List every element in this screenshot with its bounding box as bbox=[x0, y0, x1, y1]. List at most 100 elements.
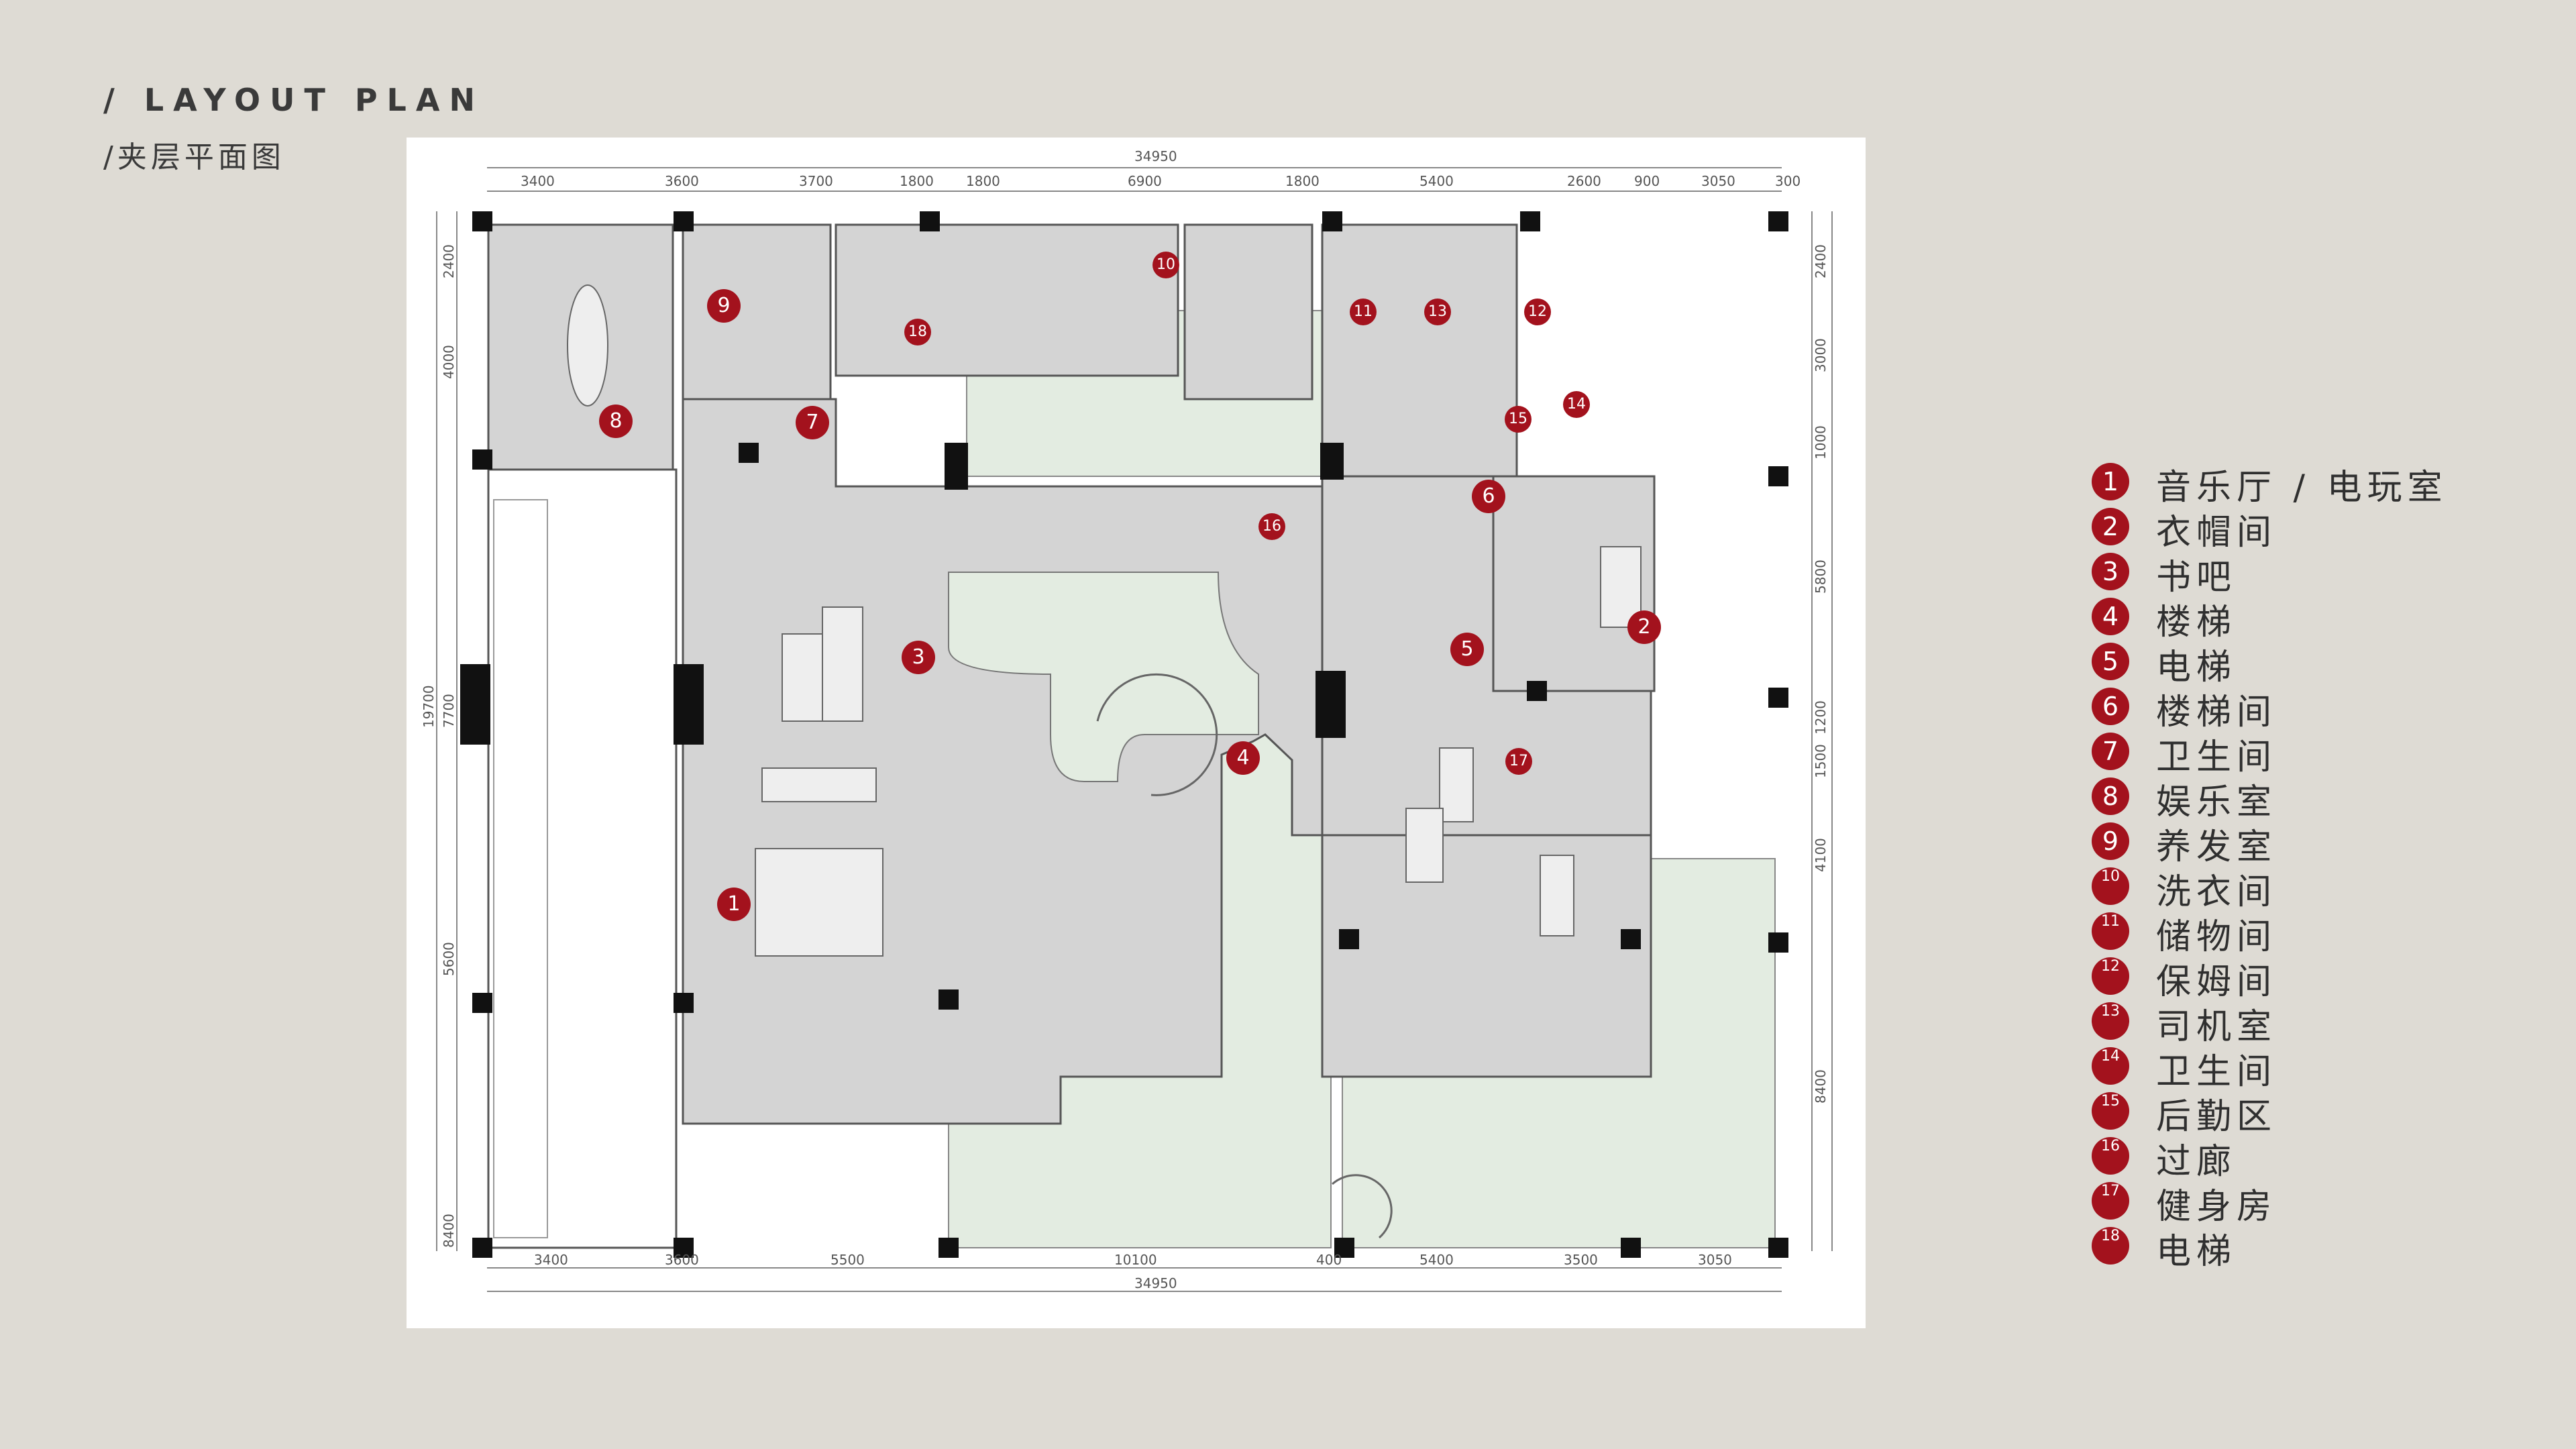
legend-label: 卫生间 bbox=[2156, 1052, 2277, 1092]
legend-marker: 7 bbox=[2092, 733, 2129, 770]
dim-bottom: 3400 bbox=[534, 1252, 568, 1268]
dim-bottom: 3050 bbox=[1698, 1252, 1732, 1268]
plan-marker: 12 bbox=[1524, 299, 1551, 325]
dim-top: 1800 bbox=[900, 173, 934, 189]
legend-marker: 9 bbox=[2092, 822, 2129, 860]
plan-marker: 1 bbox=[717, 888, 751, 921]
dim-top: 3400 bbox=[521, 173, 555, 189]
legend-marker: 6 bbox=[2092, 688, 2129, 725]
legend-item: 9 养发室 bbox=[2092, 818, 2494, 867]
legend-label: 书吧 bbox=[2156, 557, 2237, 598]
legend-marker: 18 bbox=[2092, 1227, 2129, 1265]
plan-marker: 8 bbox=[599, 405, 633, 438]
dim-top-total: 34950 bbox=[1134, 148, 1177, 164]
dim-right: 1200 bbox=[1813, 700, 1829, 735]
legend-item: 8 娱乐室 bbox=[2092, 773, 2494, 822]
legend-marker: 3 bbox=[2092, 553, 2129, 590]
legend-label: 保姆间 bbox=[2156, 962, 2277, 1002]
plan-marker: 6 bbox=[1472, 480, 1505, 513]
legend-item: 1 音乐厅 / 电玩室 bbox=[2092, 459, 2494, 508]
page-title-english: / LAYOUT PLAN bbox=[103, 82, 484, 118]
dim-top: 300 bbox=[1775, 173, 1801, 189]
legend-label: 司机室 bbox=[2156, 1007, 2277, 1047]
dim-bottom: 3600 bbox=[665, 1252, 699, 1268]
plan-marker: 5 bbox=[1450, 633, 1484, 666]
dim-right: 4100 bbox=[1813, 838, 1829, 872]
legend-marker: 14 bbox=[2092, 1047, 2129, 1085]
plan-marker: 14 bbox=[1563, 391, 1590, 418]
plan-marker: 10 bbox=[1152, 252, 1179, 278]
legend-label: 楼梯间 bbox=[2156, 692, 2277, 733]
legend-item: 3 书吧 bbox=[2092, 549, 2494, 598]
dim-left: 2400 bbox=[441, 244, 457, 278]
legend-item: 14 卫生间 bbox=[2092, 1043, 2494, 1092]
dim-top: 2600 bbox=[1567, 173, 1601, 189]
dim-top: 3600 bbox=[665, 173, 699, 189]
plan-marker: 13 bbox=[1424, 299, 1451, 325]
dim-right: 1000 bbox=[1813, 425, 1829, 460]
legend-label: 后勤区 bbox=[2156, 1097, 2277, 1137]
plan-marker: 7 bbox=[796, 406, 829, 439]
legend-item: 2 衣帽间 bbox=[2092, 504, 2494, 553]
legend-item: 6 楼梯间 bbox=[2092, 684, 2494, 733]
legend-marker: 8 bbox=[2092, 777, 2129, 815]
legend-marker: 13 bbox=[2092, 1002, 2129, 1040]
dim-bottom-total: 34950 bbox=[1134, 1275, 1177, 1291]
dim-left: 5600 bbox=[441, 942, 457, 976]
plan-marker: 3 bbox=[902, 641, 935, 674]
legend-label: 音乐厅 / 电玩室 bbox=[2156, 468, 2448, 508]
legend-label: 养发室 bbox=[2156, 827, 2277, 867]
legend-item: 10 洗衣间 bbox=[2092, 863, 2494, 912]
legend-label: 储物间 bbox=[2156, 917, 2277, 957]
dim-left: 8400 bbox=[441, 1214, 457, 1248]
legend-marker: 15 bbox=[2092, 1092, 2129, 1130]
legend-marker: 2 bbox=[2092, 508, 2129, 545]
legend-item: 18 电梯 bbox=[2092, 1223, 2494, 1272]
legend-marker: 11 bbox=[2092, 912, 2129, 950]
dim-right: 3000 bbox=[1813, 338, 1829, 372]
dim-top: 3050 bbox=[1701, 173, 1735, 189]
plan-marker: 17 bbox=[1505, 748, 1532, 775]
dim-right: 1500 bbox=[1813, 744, 1829, 778]
legend-marker: 5 bbox=[2092, 643, 2129, 680]
legend-marker: 1 bbox=[2092, 463, 2129, 500]
legend-label: 娱乐室 bbox=[2156, 782, 2277, 822]
dim-bottom: 5500 bbox=[830, 1252, 865, 1268]
plan-marker: 11 bbox=[1350, 299, 1377, 325]
dim-top: 3700 bbox=[799, 173, 833, 189]
legend-label: 洗衣间 bbox=[2156, 872, 2277, 912]
legend-label: 楼梯 bbox=[2156, 602, 2237, 643]
plan-marker: 18 bbox=[904, 319, 931, 345]
plan-marker: 16 bbox=[1258, 513, 1285, 540]
legend-label: 电梯 bbox=[2156, 647, 2237, 688]
dim-right: 8400 bbox=[1813, 1069, 1829, 1104]
plan-marker: 15 bbox=[1505, 406, 1532, 433]
plan-marker: 2 bbox=[1627, 610, 1661, 644]
dim-top: 1800 bbox=[966, 173, 1000, 189]
legend-item: 5 电梯 bbox=[2092, 639, 2494, 688]
dim-top: 6900 bbox=[1128, 173, 1162, 189]
dim-bottom: 3500 bbox=[1564, 1252, 1598, 1268]
dim-bottom: 10100 bbox=[1114, 1252, 1157, 1268]
legend-item: 7 卫生间 bbox=[2092, 729, 2494, 777]
legend-label: 过廊 bbox=[2156, 1142, 2237, 1182]
legend-label: 衣帽间 bbox=[2156, 513, 2277, 553]
legend-item: 15 后勤区 bbox=[2092, 1088, 2494, 1137]
floor-plan-drawing: 34950 3400 3600 3700 1800 1800 6900 1800… bbox=[421, 148, 1833, 1292]
dim-right: 2400 bbox=[1813, 244, 1829, 278]
dim-left: 19700 bbox=[421, 685, 437, 728]
legend-label: 电梯 bbox=[2156, 1232, 2237, 1272]
floor-plan: 34950 3400 3600 3700 1800 1800 6900 1800… bbox=[407, 138, 1866, 1328]
legend-marker: 10 bbox=[2092, 867, 2129, 905]
legend-label: 健身房 bbox=[2156, 1187, 2277, 1227]
legend-label: 卫生间 bbox=[2156, 737, 2277, 777]
dim-left: 7700 bbox=[441, 694, 457, 728]
dim-top: 1800 bbox=[1285, 173, 1320, 189]
dim-top: 900 bbox=[1634, 173, 1660, 189]
dim-bottom: 5400 bbox=[1419, 1252, 1454, 1268]
plan-marker: 9 bbox=[707, 289, 741, 323]
